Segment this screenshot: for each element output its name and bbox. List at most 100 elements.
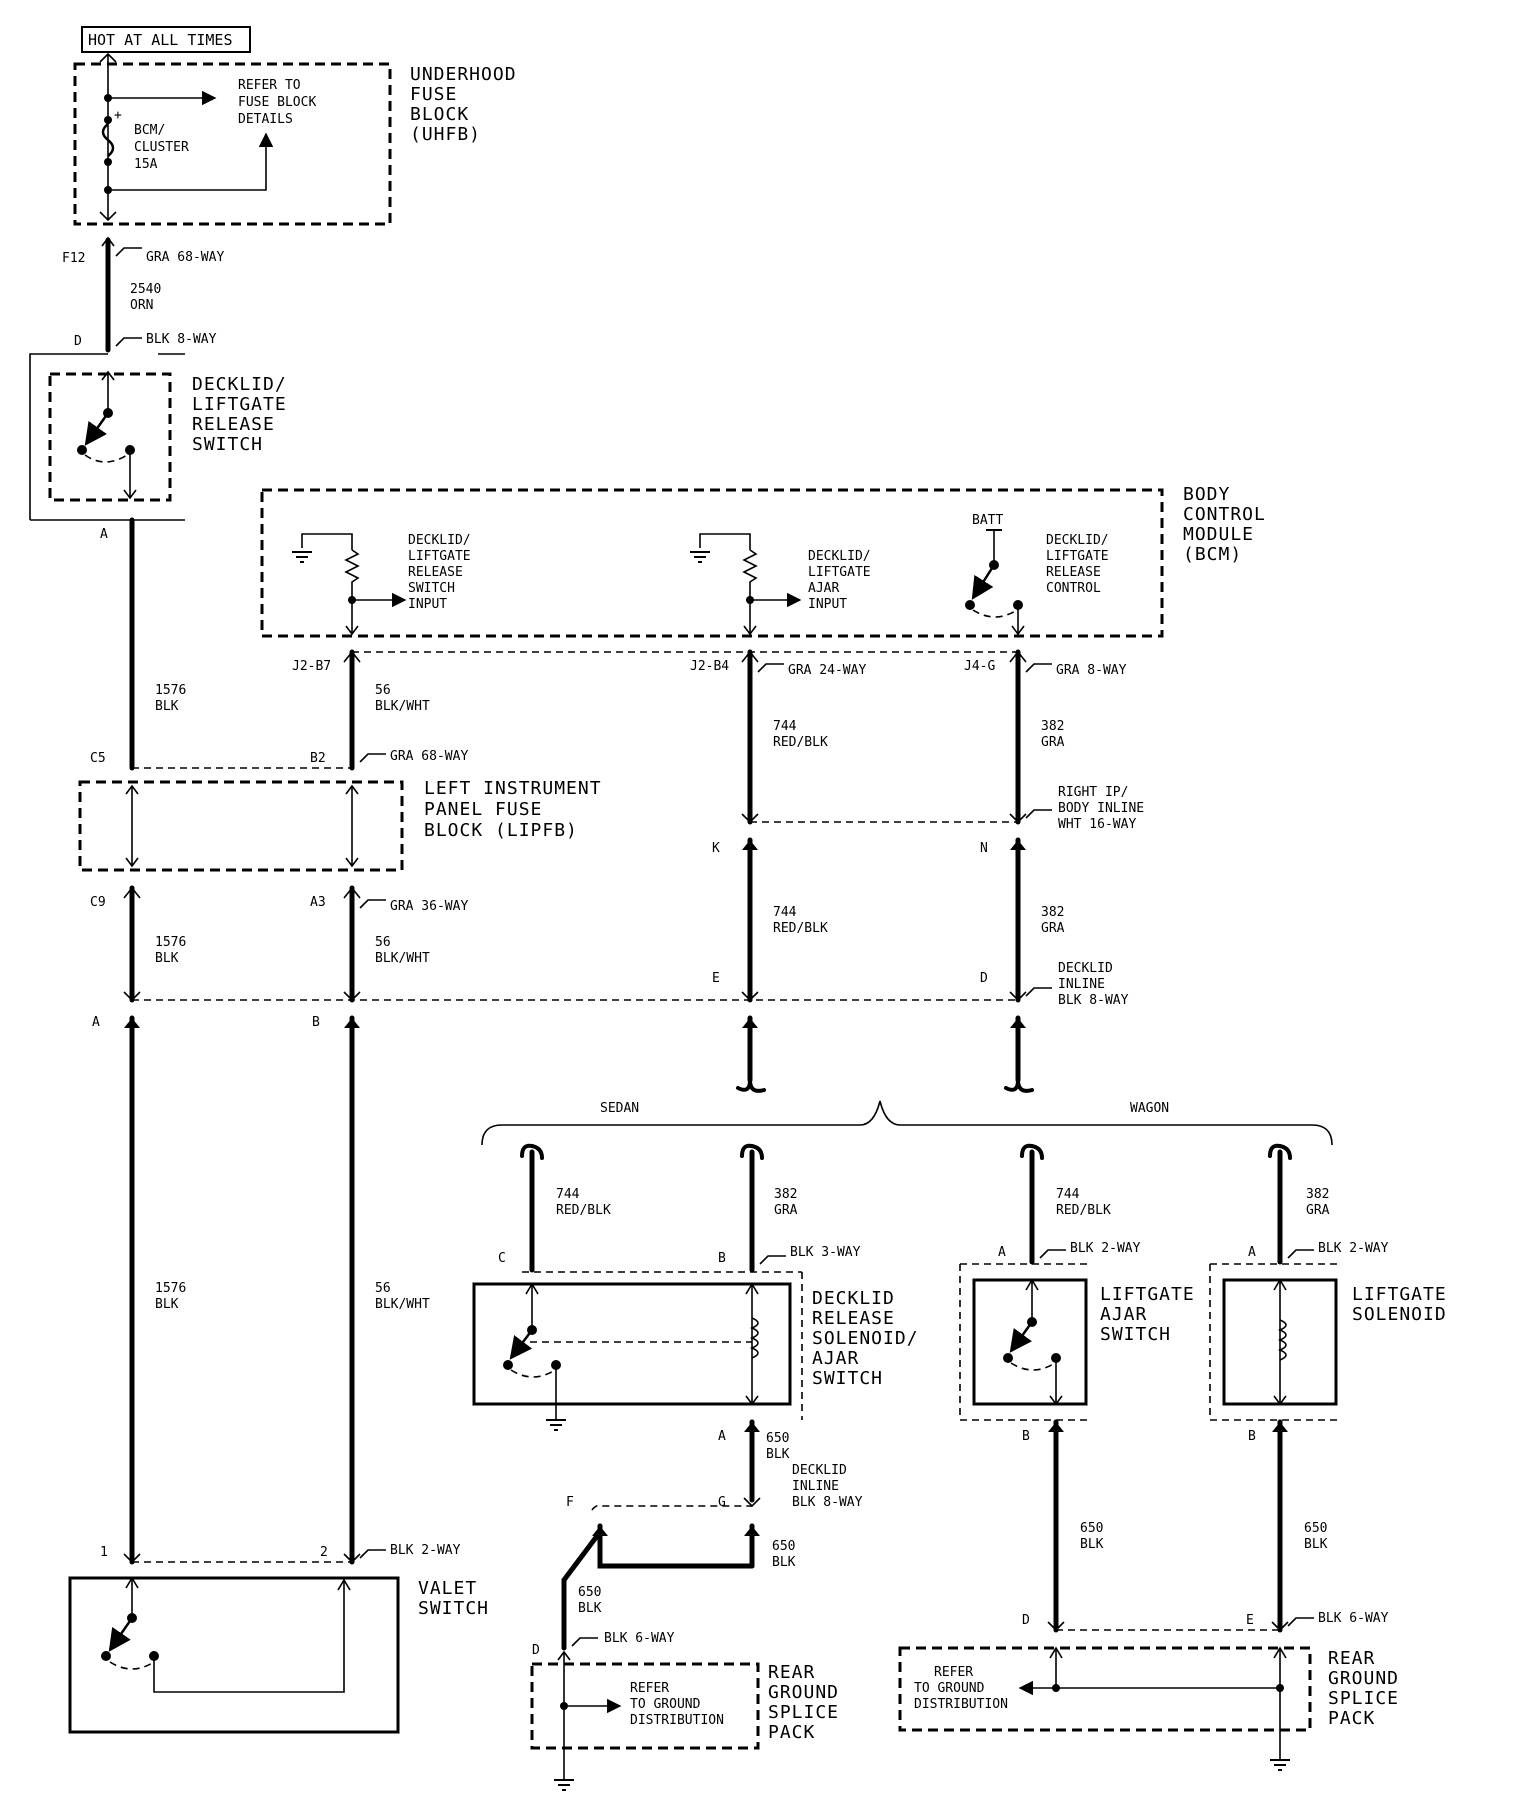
- svg-text:GRA 68-WAY: GRA 68-WAY: [146, 250, 224, 265]
- svg-text:A: A: [100, 527, 108, 542]
- svg-text:BATT: BATT: [972, 513, 1003, 528]
- svg-text:GRA 24-WAY: GRA 24-WAY: [788, 663, 866, 678]
- svg-text:BLK: BLK: [1304, 1537, 1328, 1552]
- decklid-inline-label: DECKLID INLINE BLK 8-WAY: [1058, 961, 1129, 1008]
- wagon-refer-ground: REFER TO GROUND DISTRIBUTION: [914, 1665, 1008, 1712]
- decklid-inline-connector: E D DECKLID INLINE BLK 8-WAY A B 1576 BL…: [92, 961, 1129, 1565]
- svg-text:B2: B2: [310, 751, 326, 766]
- svg-text:56: 56: [375, 935, 391, 950]
- valet-switch-title: VALET SWITCH: [418, 1578, 489, 1619]
- bcm-title: BODY CONTROL MODULE (BCM): [1183, 484, 1278, 565]
- svg-text:A: A: [92, 1015, 100, 1030]
- liftgate-ajar-title: LIFTGATE AJAR SWITCH: [1100, 1284, 1207, 1345]
- svg-text:G: G: [718, 1495, 726, 1510]
- svg-text:F12: F12: [62, 251, 85, 266]
- svg-text:E: E: [1246, 1613, 1254, 1628]
- svg-text:C5: C5: [90, 751, 106, 766]
- liftgate-solenoid: 382 GRA A BLK 2-WAY LIFTGATE SOLENOID B …: [1209, 1143, 1446, 1633]
- svg-text:B: B: [1022, 1429, 1030, 1444]
- svg-text:RED/BLK: RED/BLK: [773, 921, 828, 936]
- uhfb-title: UNDERHOOD FUSE BLOCK (UHFB): [410, 64, 528, 145]
- decklid-release-solenoid-ajar-switch: 744 RED/BLK 382 GRA C B BLK 3-WAY DECKLI…: [472, 1143, 930, 1431]
- svg-text:D: D: [74, 334, 82, 349]
- svg-text:BLK 2-WAY: BLK 2-WAY: [1318, 1241, 1389, 1256]
- svg-text:A: A: [998, 1245, 1006, 1260]
- svg-text:382: 382: [1041, 905, 1064, 920]
- bcm-ajar-input: DECKLID/ LIFTGATE AJAR INPUT: [808, 549, 878, 612]
- svg-text:J2-B7: J2-B7: [292, 659, 331, 674]
- svg-text:BLK 3-WAY: BLK 3-WAY: [790, 1245, 861, 1260]
- svg-text:K: K: [712, 841, 720, 856]
- svg-text:382: 382: [1041, 719, 1064, 734]
- svg-text:382: 382: [1306, 1187, 1329, 1202]
- solenoid-title: DECKLID RELEASE SOLENOID/ AJAR SWITCH: [812, 1288, 930, 1389]
- svg-text:1576: 1576: [155, 683, 186, 698]
- circuit-650-sedan: A 650 BLK DECKLID INLINE BLK 8-WAY F G 6…: [532, 1419, 863, 1658]
- svg-text:N: N: [980, 841, 988, 856]
- svg-text:BLK: BLK: [155, 699, 179, 714]
- svg-text:RED/BLK: RED/BLK: [1056, 1203, 1111, 1218]
- svg-text:A: A: [1248, 1245, 1256, 1260]
- svg-text:GRA 36-WAY: GRA 36-WAY: [390, 899, 468, 914]
- svg-text:1576: 1576: [155, 935, 186, 950]
- svg-text:A: A: [718, 1429, 726, 1444]
- svg-text:B: B: [718, 1251, 726, 1266]
- svg-text:+: +: [114, 108, 122, 123]
- hot-at-all-times-label: HOT AT ALL TIMES: [88, 31, 233, 49]
- rear-ground-splice-pack-sedan: REFER TO GROUND DISTRIBUTION REAR GROUND…: [530, 1650, 838, 1791]
- svg-text:BLK: BLK: [1080, 1537, 1104, 1552]
- svg-text:2540: 2540: [130, 282, 161, 297]
- svg-text:RED/BLK: RED/BLK: [773, 735, 828, 750]
- svg-text:GRA: GRA: [1041, 735, 1065, 750]
- svg-text:BLK/WHT: BLK/WHT: [375, 1297, 430, 1312]
- bcm-release-control: DECKLID/ LIFTGATE RELEASE CONTROL: [1046, 533, 1116, 596]
- release-switch-title: DECKLID/ LIFTGATE RELEASE SWITCH: [192, 374, 299, 455]
- svg-text:56: 56: [375, 1281, 391, 1296]
- svg-text:650: 650: [1304, 1521, 1327, 1536]
- svg-text:650: 650: [1080, 1521, 1103, 1536]
- svg-text:GRA 68-WAY: GRA 68-WAY: [390, 749, 468, 764]
- left-instrument-panel-fuse-block: C5 B2 GRA 68-WAY LEFT INSTRUMENT PANEL F…: [78, 749, 613, 1003]
- svg-text:RED/BLK: RED/BLK: [556, 1203, 611, 1218]
- svg-text:650: 650: [772, 1539, 795, 1554]
- svg-text:BLK/WHT: BLK/WHT: [375, 699, 430, 714]
- svg-text:744: 744: [773, 719, 797, 734]
- svg-text:WAGON: WAGON: [1130, 1101, 1169, 1116]
- sedan-refer-ground: REFER TO GROUND DISTRIBUTION: [630, 1681, 724, 1728]
- wagon-rear-ground-title: REAR GROUND SPLICE PACK: [1328, 1648, 1411, 1729]
- svg-text:BLK: BLK: [578, 1601, 602, 1616]
- lipfb-title: LEFT INSTRUMENT PANEL FUSE BLOCK (LIPFB): [424, 778, 613, 841]
- svg-text:382: 382: [774, 1187, 797, 1202]
- bcm-release-switch-input: DECKLID/ LIFTGATE RELEASE SWITCH INPUT: [408, 533, 478, 612]
- valet-switch: 1 2 BLK 2-WAY VALET SWITCH: [68, 1543, 489, 1734]
- svg-text:SEDAN: SEDAN: [600, 1101, 639, 1116]
- svg-text:GRA: GRA: [774, 1203, 798, 1218]
- svg-text:C: C: [498, 1251, 506, 1266]
- svg-text:D: D: [532, 1643, 540, 1658]
- upper-wires: J2-B7 J2-B4 GRA 24-WAY J4-G GRA 8-WAY 15…: [129, 517, 1127, 825]
- svg-text:GRA: GRA: [1306, 1203, 1330, 1218]
- svg-text:BLK 6-WAY: BLK 6-WAY: [1318, 1611, 1389, 1626]
- svg-text:BLK: BLK: [155, 1297, 179, 1312]
- svg-text:A3: A3: [310, 895, 326, 910]
- liftgate-ajar-switch: 744 RED/BLK A BLK 2-WAY LIFTGATE AJAR SW…: [959, 1143, 1207, 1633]
- refer-fuse-block-details: REFER TO FUSE BLOCK DETAILS: [238, 78, 324, 127]
- svg-text:56: 56: [375, 683, 391, 698]
- svg-text:GRA: GRA: [1041, 921, 1065, 936]
- svg-text:650: 650: [578, 1585, 601, 1600]
- body-control-module: BODY CONTROL MODULE (BCM) DECKLID/ LIFTG…: [260, 484, 1278, 638]
- circuit-2540: F12 GRA 68-WAY 2540 ORN D BLK 8-WAY: [62, 236, 224, 353]
- svg-text:BLK: BLK: [766, 1447, 790, 1462]
- svg-text:BLK/WHT: BLK/WHT: [375, 951, 430, 966]
- svg-text:1576: 1576: [155, 1281, 186, 1296]
- svg-text:BLK: BLK: [772, 1555, 796, 1570]
- svg-text:BLK 8-WAY: BLK 8-WAY: [146, 332, 217, 347]
- svg-text:ORN: ORN: [130, 298, 153, 313]
- sedan-wagon-brace: SEDAN WAGON: [481, 1100, 1333, 1146]
- svg-text:B: B: [312, 1015, 320, 1030]
- svg-text:D: D: [1022, 1613, 1030, 1628]
- svg-text:BLK 6-WAY: BLK 6-WAY: [604, 1631, 675, 1646]
- svg-text:E: E: [712, 971, 720, 986]
- decklid-inline-650-label: DECKLID INLINE BLK 8-WAY: [792, 1463, 863, 1510]
